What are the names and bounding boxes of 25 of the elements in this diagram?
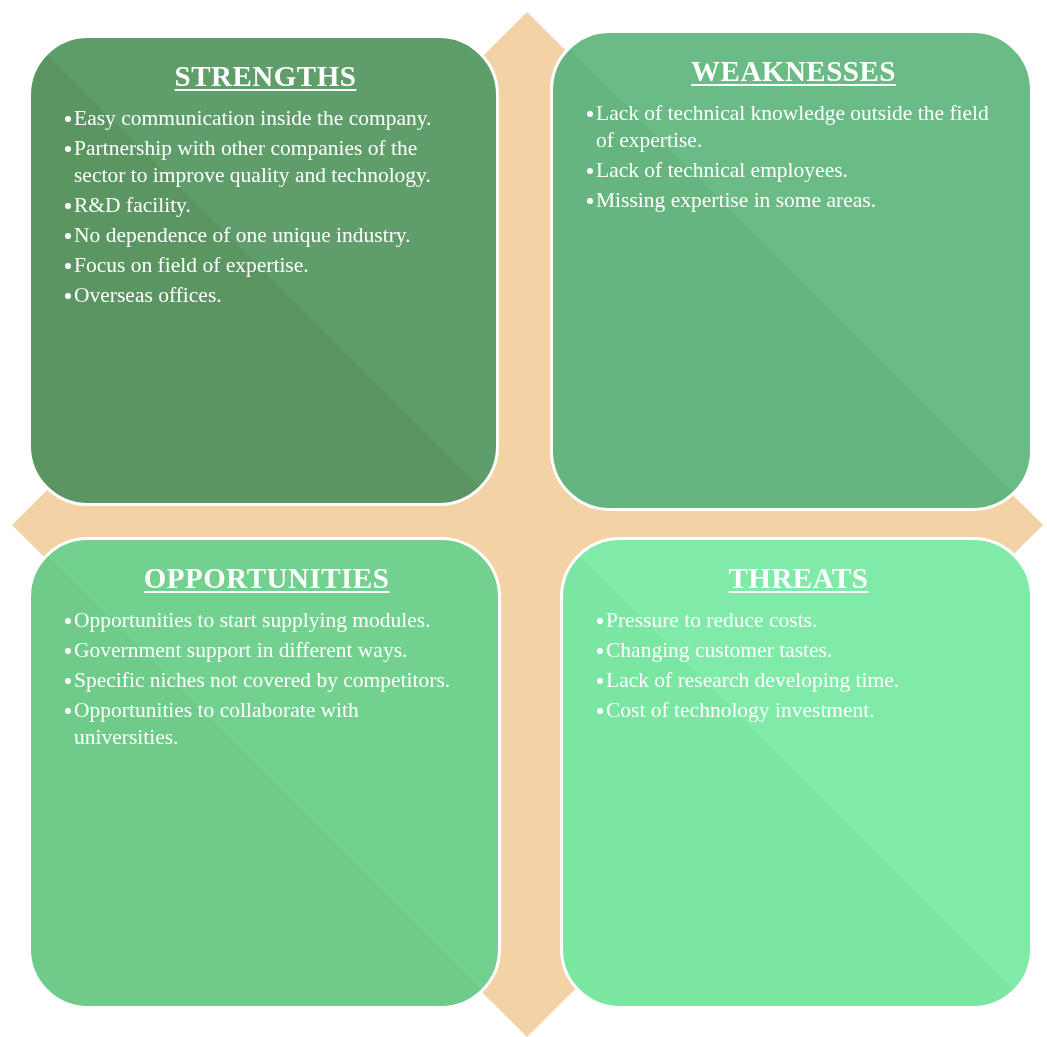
bullet-text: Lack of technical knowledge outside the field of expertise. (596, 100, 990, 154)
quadrant-card (560, 537, 1033, 1009)
quadrant-heading: THREATS (728, 562, 869, 595)
quadrant-heading: OPPORTUNITIES (143, 562, 390, 595)
quadrant-card (550, 30, 1033, 511)
bullet-text: Government support in different ways. (74, 637, 408, 664)
bullet-text: No dependence of one unique industry. (74, 222, 411, 249)
bullet-text: Lack of technical employees. (596, 157, 848, 184)
bullet-text: Overseas offices. (74, 282, 222, 309)
quadrant-heading: STRENGTHS (174, 60, 357, 93)
bullet-text: Missing expertise in some areas. (596, 187, 877, 214)
bullet-text: Cost of technology investment. (606, 697, 875, 724)
bullet-text: Focus on field of expertise. (74, 252, 309, 279)
bullet-text: Opportunities to start supplying modules. (74, 607, 431, 634)
quadrant-heading: WEAKNESSES (691, 55, 896, 88)
bullet-text: Lack of research developing time. (606, 667, 900, 694)
bullet-text: Opportunities to collaborate with universities. (74, 697, 360, 751)
bullet-text: R&D facility. (74, 192, 191, 219)
bullet-text: Specific niches not covered by competitors. (74, 667, 451, 694)
quadrant-card (28, 537, 501, 1009)
quadrant-card (28, 35, 499, 506)
bullet-text: Changing customer tastes. (606, 637, 833, 664)
bullet-text: Easy communication inside the company. (74, 105, 432, 132)
bullet-text: Pressure to reduce costs. (606, 607, 818, 634)
bullet-text: Partnership with other companies of the sector to improve quality and technology. (74, 135, 432, 189)
